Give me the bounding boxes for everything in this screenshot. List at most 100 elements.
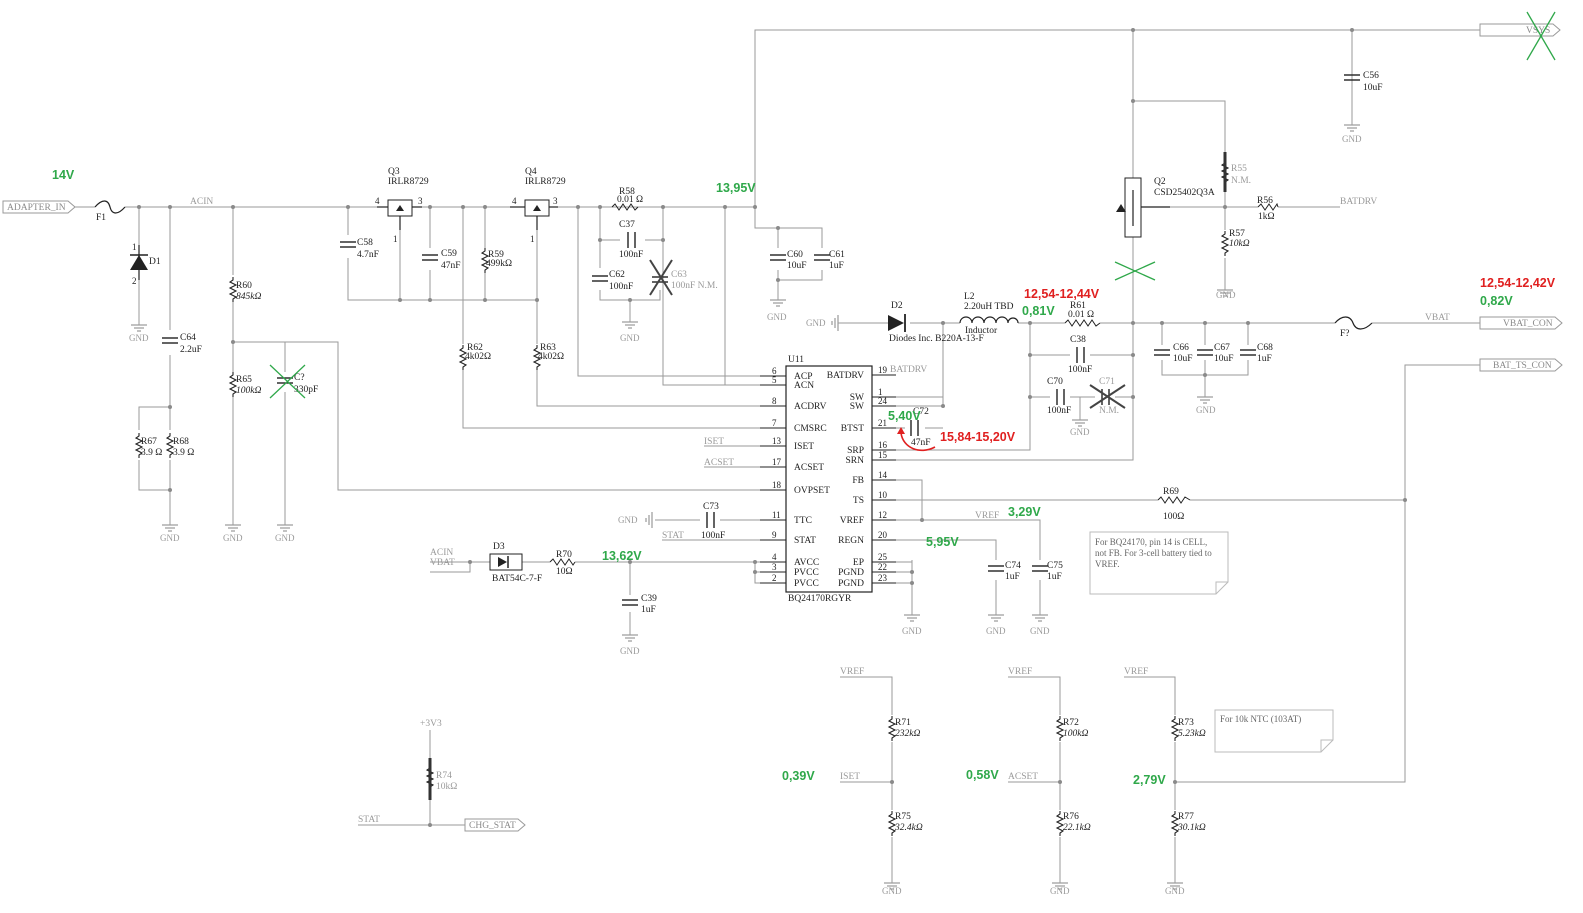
- svg-text:2.20uH TBD: 2.20uH TBD: [964, 302, 1014, 312]
- net-batdrv: BATDRV: [1340, 197, 1377, 207]
- mosfet-q2: Q2 CSD25402Q3A: [1116, 177, 1215, 238]
- ic-pin-name: BATDRV: [827, 371, 864, 381]
- ic-pin-number: 8: [772, 396, 777, 406]
- diode-d2: D2 Diodes Inc. B220A-13-F: [888, 301, 984, 344]
- port-bat-ts-con-label: BAT_TS_CON: [1493, 361, 1552, 371]
- ic-pin-name: SW: [850, 393, 864, 403]
- svg-text:D1: D1: [149, 257, 161, 267]
- svg-text:32.4kΩ: 32.4kΩ: [894, 823, 923, 833]
- ic-pin-number: 10: [878, 490, 888, 500]
- ic-pin-number: 14: [878, 470, 888, 480]
- port-vbat-con-label: VBAT_CON: [1503, 319, 1553, 329]
- ic-pin-number: 9: [772, 530, 777, 540]
- svg-text:R74: R74: [436, 771, 452, 781]
- note-pin14: For BQ24170, pin 14 is CELL, not FB. For…: [1089, 531, 1229, 595]
- ic-pin-name: FB: [852, 476, 864, 486]
- svg-text:4k02Ω: 4k02Ω: [465, 352, 491, 362]
- svg-text:4k02Ω: 4k02Ω: [538, 352, 564, 362]
- diode-d3: D3 BAT54C-7-F: [489, 542, 542, 584]
- fuse-f7: F?: [1334, 316, 1373, 339]
- svg-text:N.M.: N.M.: [1231, 176, 1251, 186]
- net-iset: ISET: [704, 437, 724, 447]
- net-batdrv-ic: BATDRV: [890, 365, 927, 375]
- ic-pin-number: 7: [772, 418, 777, 428]
- svg-text:R55: R55: [1231, 164, 1247, 174]
- ic-pin-number: 22: [878, 562, 887, 572]
- ic-pin-name: TTC: [794, 516, 812, 526]
- svg-text:R60: R60: [236, 281, 252, 291]
- svg-text:1kΩ: 1kΩ: [1258, 212, 1275, 222]
- net-vbat-d3: VBAT: [430, 558, 455, 568]
- net-vref: VREF: [975, 511, 999, 521]
- svg-text:C38: C38: [1070, 335, 1086, 345]
- gnd-label: GND: [618, 515, 638, 525]
- svg-text:C72: C72: [913, 407, 929, 417]
- resistor-r60: R60 845kΩ: [229, 276, 261, 303]
- note-ntc: For 10k NTC (103AT): [1214, 709, 1334, 753]
- svg-text:F?: F?: [1340, 329, 1350, 339]
- svg-text:C?: C?: [294, 373, 305, 383]
- svg-text:C71: C71: [1099, 377, 1115, 387]
- capacitor-c37: C37 100nF: [619, 220, 643, 260]
- gnd-label: GND: [1050, 886, 1070, 896]
- ic-pin-name: CMSRC: [794, 424, 827, 434]
- capacitor-c-unassigned: C? 330pF: [269, 364, 318, 399]
- net-acset-div: ACSET: [1008, 772, 1038, 782]
- ic-pin-number: 21: [878, 418, 887, 428]
- gnd-label: GND: [223, 533, 243, 543]
- capacitor-c64: C64 2.2uF: [161, 333, 202, 355]
- voltage-btst-sw: 5,40V: [888, 409, 921, 423]
- svg-text:C37: C37: [619, 220, 635, 230]
- capacitor-c71: C71 N.M.: [1089, 377, 1126, 416]
- svg-text:1: 1: [393, 234, 398, 244]
- net-vref-r71: VREF: [840, 667, 864, 677]
- svg-text:1: 1: [530, 234, 535, 244]
- svg-text:L2: L2: [964, 292, 975, 302]
- gnd-label: GND: [1165, 886, 1185, 896]
- svg-text:1uF: 1uF: [829, 261, 844, 271]
- svg-text:R56: R56: [1257, 196, 1273, 206]
- voltage-adapter: 14V: [52, 168, 75, 182]
- net-acset: ACSET: [704, 458, 734, 468]
- ic-pin-number: 1: [878, 387, 883, 397]
- svg-text:10uF: 10uF: [1363, 83, 1383, 93]
- resistor-r61: R61 0.01 Ω: [1064, 301, 1101, 327]
- svg-text:R61: R61: [1070, 301, 1086, 311]
- ic-pin-number: 4: [772, 552, 777, 562]
- net-vref-r72: VREF: [1008, 667, 1032, 677]
- capacitor-c75: C75 1uF: [1031, 561, 1063, 582]
- svg-text:C64: C64: [180, 333, 196, 343]
- ic-ref: U11: [788, 355, 804, 365]
- resistor-r72: R72 100kΩ: [1056, 715, 1088, 742]
- svg-text:C63: C63: [671, 270, 687, 280]
- svg-text:For 10k NTC (103AT): For 10k NTC (103AT): [1220, 714, 1301, 724]
- ic-pin-name: SRN: [846, 456, 865, 466]
- voltage-acset: 0,58V: [966, 768, 999, 782]
- svg-text:R57: R57: [1229, 229, 1245, 239]
- svg-text:C75: C75: [1047, 561, 1063, 571]
- svg-text:1uF: 1uF: [641, 605, 656, 615]
- svg-text:IRLR8729: IRLR8729: [525, 177, 566, 187]
- voltage-ts: 2,79V: [1133, 773, 1166, 787]
- resistor-r58: R58 0.01 Ω: [611, 187, 643, 211]
- junctions: [137, 28, 1407, 827]
- capacitor-c61: C61 1uF: [813, 250, 845, 271]
- svg-text:C56: C56: [1363, 71, 1379, 81]
- svg-text:R68: R68: [173, 437, 189, 447]
- resistor-r73: R73 5.23kΩ: [1171, 715, 1206, 742]
- svg-text:Q2: Q2: [1154, 177, 1166, 187]
- ic-pin-name: SRP: [847, 446, 864, 456]
- svg-text:D2: D2: [891, 301, 903, 311]
- svg-text:4.7nF: 4.7nF: [357, 250, 379, 260]
- port-chg-stat-label: CHG_STAT: [469, 821, 516, 831]
- resistor-r69: R69 100Ω: [1157, 487, 1191, 522]
- voltage-srp-range: 12,54-12,44V: [1024, 287, 1100, 301]
- svg-text:10uF: 10uF: [1173, 354, 1193, 364]
- svg-text:C73: C73: [703, 502, 719, 512]
- resistor-r74: R74 10kΩ: [426, 758, 457, 800]
- svg-text:5.23kΩ: 5.23kΩ: [1178, 729, 1206, 739]
- gnd-label: GND: [1030, 626, 1050, 636]
- svg-text:C61: C61: [829, 250, 845, 260]
